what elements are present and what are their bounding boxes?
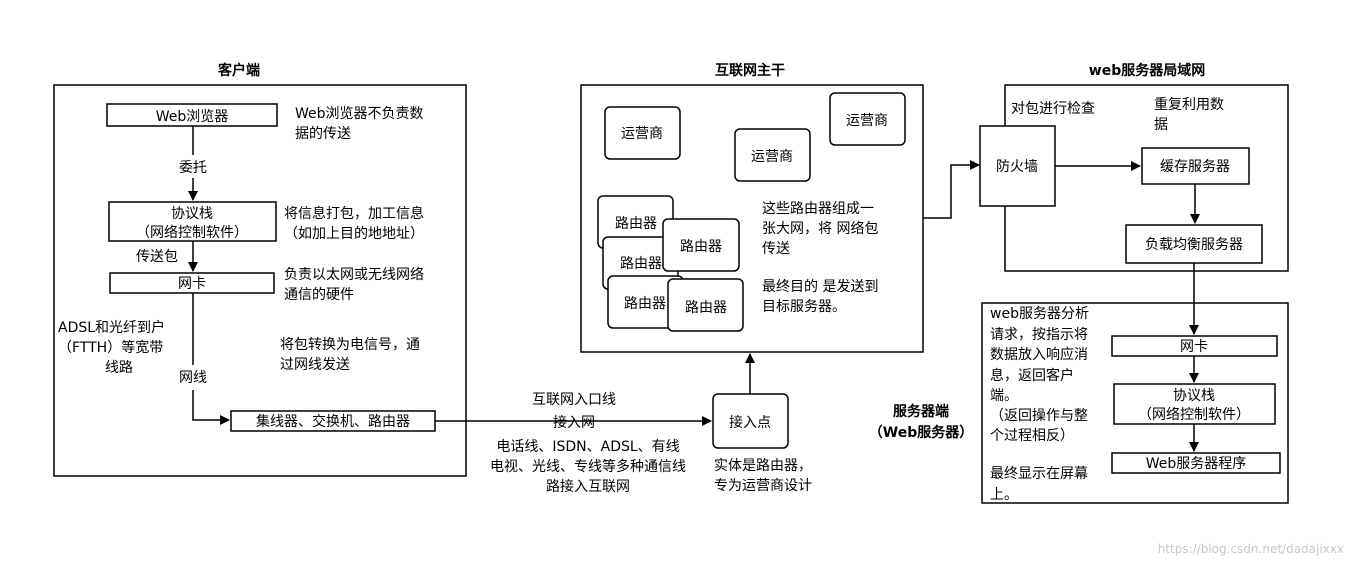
web-server-program-label: Web服务器程序 <box>1146 456 1247 472</box>
lines-note-line3: 路接入互联网 <box>546 478 630 495</box>
browser-note-line2: 据的传送 <box>295 126 351 142</box>
server-frame <box>981 302 1289 504</box>
adsl-note-line1: ADSL和光纤到户 <box>58 319 165 336</box>
watermark: https://blog.csdn.net/dadajixxx <box>1158 542 1344 556</box>
server-protocol-stack-box <box>1113 383 1276 425</box>
entry-line-label: 互联网入口线 <box>532 392 616 408</box>
nic-note-line1: 负责以太网或无线网络 <box>284 267 424 283</box>
server-note-line: 上。 <box>990 487 1018 503</box>
stack-note-line2: （如加上目的地地址） <box>284 226 424 242</box>
ap-note-line1: 实体是路由器， <box>714 458 812 474</box>
server-note-line: 请求，按指示将 <box>990 327 1088 343</box>
backbone-to-firewall-arrow <box>923 160 980 219</box>
client-nic-label: 网卡 <box>178 276 206 292</box>
load-balancer-label: 负载均衡服务器 <box>1145 237 1243 253</box>
web-server-program-box <box>1111 452 1281 474</box>
wire-arrow <box>192 390 230 425</box>
ap-note-line2: 专为运营商设计 <box>714 478 812 494</box>
server-note-line: 最终显示在屏幕 <box>990 466 1088 482</box>
operator-box-1 <box>604 106 681 160</box>
web-browser-label: Web浏览器 <box>156 109 229 125</box>
browser-note-line1: Web浏览器不负责数 <box>295 106 424 122</box>
router-label-3: 路由器 <box>680 239 722 255</box>
access-net-label: 接入网 <box>553 414 595 431</box>
backbone-note-line3: 传送 <box>762 241 790 257</box>
cache-server-label: 缓存服务器 <box>1160 159 1230 175</box>
lines-note-line1: 电话线、ISDN、ADSL、有线 <box>496 439 679 455</box>
client-frame <box>53 84 467 477</box>
wire-label: 网线 <box>179 370 207 386</box>
send-packet-label: 传送包 <box>136 249 178 265</box>
operator-label-3: 运营商 <box>751 149 793 165</box>
operator-label-2: 运营商 <box>846 113 888 129</box>
stack-note-line1: 将信息打包，加工信息 <box>284 205 424 222</box>
client-protocol-stack-box <box>108 201 277 242</box>
web-browser-box <box>106 103 278 127</box>
check-label: 对包进行检查 <box>1011 101 1095 117</box>
reuse-line1: 重复利用数 <box>1154 96 1224 113</box>
adsl-note-line2: （FTTH）等宽带 <box>58 339 163 356</box>
server-note-line: 端。 <box>990 388 1018 404</box>
operator-box-2 <box>829 92 906 146</box>
convert-note-line1: 将包转换为电信号，通 <box>280 336 420 353</box>
backbone-note-line2: 张大网，将 网络包 <box>762 221 878 237</box>
backbone-note-line1: 这些路由器组成一 <box>762 200 874 217</box>
backbone-goal-line1: 最终目的 是发送到 <box>762 279 878 295</box>
server-note-line: web服务器分析 <box>990 306 1089 322</box>
firewall-box <box>979 125 1056 207</box>
server-stack-label2: （网络控制软件） <box>1138 407 1250 423</box>
webnet-title: web服务器局域网 <box>1089 62 1205 79</box>
nic-note-line2: 通信的硬件 <box>284 287 354 303</box>
adsl-note-line3: 线路 <box>105 360 133 376</box>
client-title: 客户端 <box>217 62 260 79</box>
router-box-5 <box>667 278 744 332</box>
access-point-label: 接入点 <box>729 414 771 431</box>
router-label-5: 路由器 <box>685 300 727 316</box>
backbone-goal-line2: 目标服务器。 <box>762 299 846 315</box>
server-title-line2: （Web服务器） <box>869 424 973 441</box>
convert-note-line2: 过网线发送 <box>280 357 350 373</box>
server-nic-label: 网卡 <box>1180 339 1208 355</box>
server-note-line: （返回操作与整 <box>990 408 1088 424</box>
server-note-line: 数据放入响应消 <box>990 346 1088 363</box>
operator-label-1: 运营商 <box>621 126 663 142</box>
router-label-4: 路由器 <box>624 296 666 312</box>
load-balancer-box <box>1125 224 1263 264</box>
reuse-line2: 据 <box>1154 117 1168 133</box>
client-stack-label1: 协议栈 <box>171 206 213 222</box>
router-label-2: 路由器 <box>620 256 662 272</box>
server-note-line: 息，返回客户 <box>990 367 1074 384</box>
server-title-line1: 服务器端 <box>893 403 949 420</box>
operator-box-3 <box>734 128 811 182</box>
server-stack-label1: 协议栈 <box>1173 388 1215 404</box>
backbone-title: 互联网主干 <box>715 62 785 79</box>
router-label-1: 路由器 <box>615 216 657 232</box>
lines-note-line2: 电视、光线、专线等多种通信线 <box>490 458 686 475</box>
router-box-3 <box>662 218 740 272</box>
delegate-label: 委托 <box>179 160 207 176</box>
server-note-line: 个过程相反） <box>990 428 1074 444</box>
client-nic-box <box>109 272 275 294</box>
firewall-label: 防火墙 <box>996 159 1038 175</box>
hub-label: 集线器、交换机、路由器 <box>256 413 410 430</box>
client-stack-label2: （网络控制软件） <box>136 225 248 241</box>
